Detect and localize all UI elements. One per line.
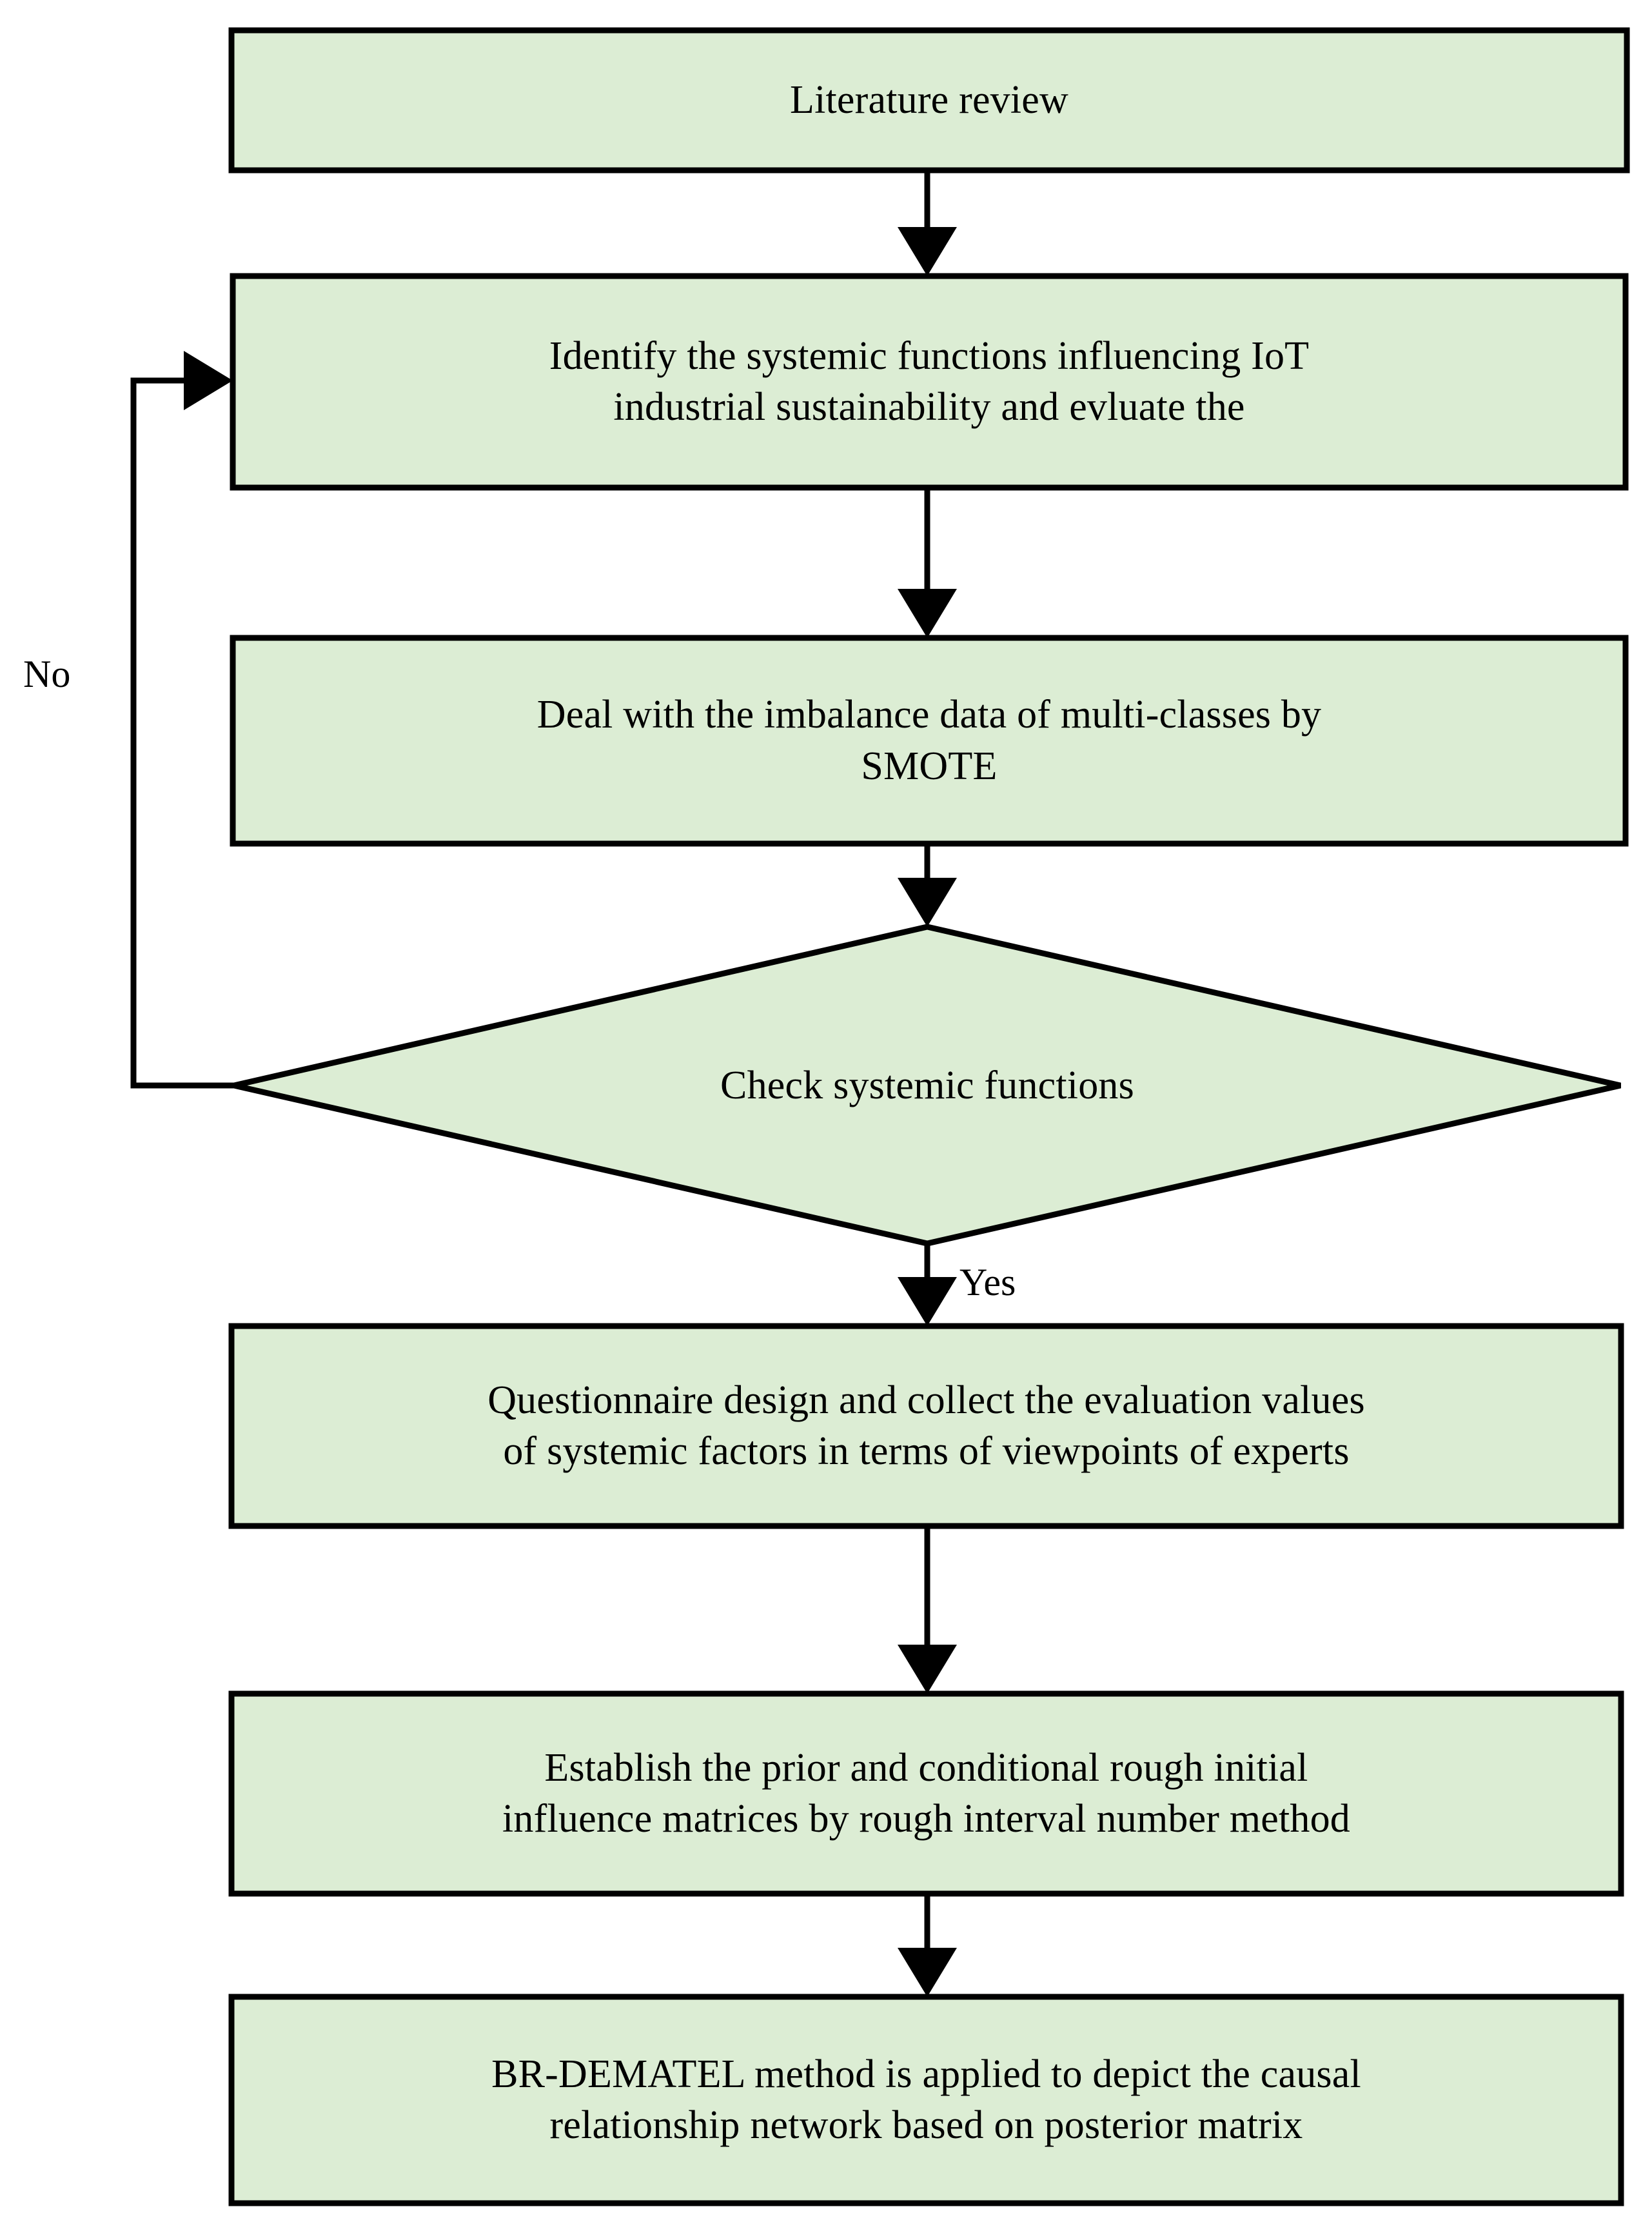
arrowhead-no-feedback [184, 351, 233, 410]
arrowhead-yes-to-questionnaire [898, 1277, 957, 1326]
edge-check-no-feedback [130, 377, 234, 1089]
arrowhead-questionnaire-to-establish [898, 1645, 957, 1694]
arrowhead-establish-to-brdematel [898, 1948, 957, 1997]
node-literature-review-shape[interactable] [228, 27, 1630, 173]
node-deal-imbalance-smote-shape[interactable] [230, 635, 1629, 847]
node-questionnaire-design-shape[interactable] [228, 1323, 1624, 1529]
node-check-systemic-functions-shape[interactable] [233, 924, 1622, 1247]
arrowhead-deal-to-check [898, 878, 957, 927]
arrowhead-literature-to-identify [898, 227, 957, 276]
edge-label-yes: Yes [959, 1261, 1016, 1303]
node-establish-rough-matrices-shape[interactable] [228, 1690, 1624, 1897]
edge-label-no: No [23, 653, 71, 695]
node-identify-systemic-functions-shape[interactable] [230, 273, 1629, 491]
node-br-dematel-shape[interactable] [228, 1994, 1624, 2206]
arrowhead-identify-to-deal [898, 589, 957, 638]
